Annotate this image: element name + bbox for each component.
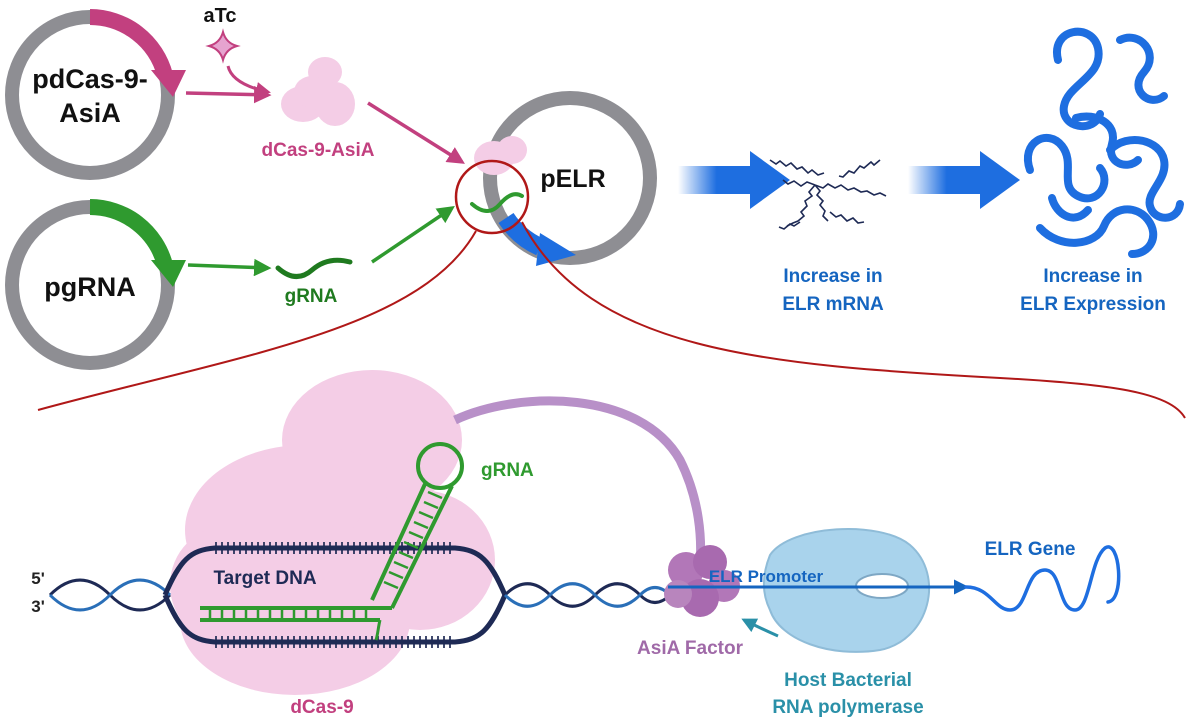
expression-label-1: Increase in <box>1043 266 1142 287</box>
five-prime-label: 5' <box>31 569 45 588</box>
three-prime-label: 3' <box>31 597 45 616</box>
arrow-shaft <box>678 166 764 194</box>
cas-gene-arrowhead <box>151 70 186 97</box>
protein-lobe <box>294 76 330 108</box>
dna-target-bubble: Target DNA <box>162 542 508 648</box>
zoom-line-left <box>37 230 477 411</box>
target-dna-label: Target DNA <box>213 568 316 589</box>
atc-star-icon <box>205 28 241 64</box>
cas-gene-segment <box>89 9 173 78</box>
elr-gene-strand <box>964 545 1121 612</box>
process-arrow-1 <box>678 151 790 209</box>
grna-strand <box>275 257 353 279</box>
arrow-shaft <box>908 166 994 194</box>
plasmid-ring <box>483 91 657 265</box>
plasmid-cas-label-1: pdCas-9- <box>32 64 148 94</box>
dna-helix-middle <box>503 582 672 608</box>
bound-grna <box>470 192 524 213</box>
elr-gene-label: ELR Gene <box>985 539 1076 560</box>
grna-label: gRNA <box>285 286 338 307</box>
protein-lobe <box>170 525 290 645</box>
grna-gene-arrowhead <box>151 260 186 287</box>
mrna-label-2: ELR mRNA <box>782 294 884 315</box>
mrna-strands-icon <box>769 159 887 230</box>
plasmid-elr-label: pELR <box>540 165 605 193</box>
elr-promoter-label: ELR Promoter <box>709 567 824 586</box>
grna-detail-label: gRNA <box>481 460 534 481</box>
plasmid-cas-label-2: AsiA <box>59 98 121 128</box>
dcas9-protein-large: dCas-9 <box>170 370 495 718</box>
plasmid-dcas9-asia: pdCas-9- AsiA <box>5 9 186 180</box>
protein-label: dCas-9-AsiA <box>262 140 375 161</box>
elr-protein-tangle-icon <box>1024 27 1184 258</box>
atc-arrow <box>226 65 271 97</box>
polymerase-arrow <box>741 618 779 638</box>
expression-label-2: ELR Expression <box>1020 294 1166 315</box>
zoom-circle <box>454 159 530 235</box>
binding-arrow-grna <box>371 206 455 264</box>
grna-structure-detail: gRNA <box>200 442 534 641</box>
protein-lobe <box>345 490 495 630</box>
dcas9-asia-protein: dCas-9-AsiA <box>262 57 375 161</box>
plasmid-pelr: pELR <box>454 91 657 266</box>
bound-protein <box>497 136 527 164</box>
plasmid-pgrna: pgRNA <box>5 199 186 370</box>
process-arrow-2 <box>908 151 1020 209</box>
mrna-label-1: Increase in <box>783 266 882 287</box>
atc-inducer: aTc <box>204 5 271 97</box>
atc-label: aTc <box>204 5 237 27</box>
grna-molecule: gRNA <box>275 257 353 307</box>
dna-helix-left <box>48 578 172 612</box>
host-polymerase-label-1: Host Bacterial <box>784 670 912 691</box>
arrow-head <box>750 151 790 209</box>
arrow-head <box>980 151 1020 209</box>
plasmid-grna-label: pgRNA <box>44 272 135 302</box>
dcas9-label: dCas-9 <box>290 697 353 718</box>
grna-gene-segment <box>89 199 173 268</box>
rna-polymerase: Host Bacterial RNA polymerase <box>741 528 931 718</box>
host-polymerase-label-2: RNA polymerase <box>772 697 923 718</box>
zoom-line-right <box>521 221 1186 419</box>
asia-factor-label: AsiA Factor <box>637 638 744 659</box>
expression-arrow-cas <box>185 85 272 104</box>
grna-loop <box>416 442 464 490</box>
binding-arrow-cas <box>367 101 465 164</box>
protein-linker <box>453 396 706 566</box>
expression-arrow-grna <box>187 258 272 277</box>
